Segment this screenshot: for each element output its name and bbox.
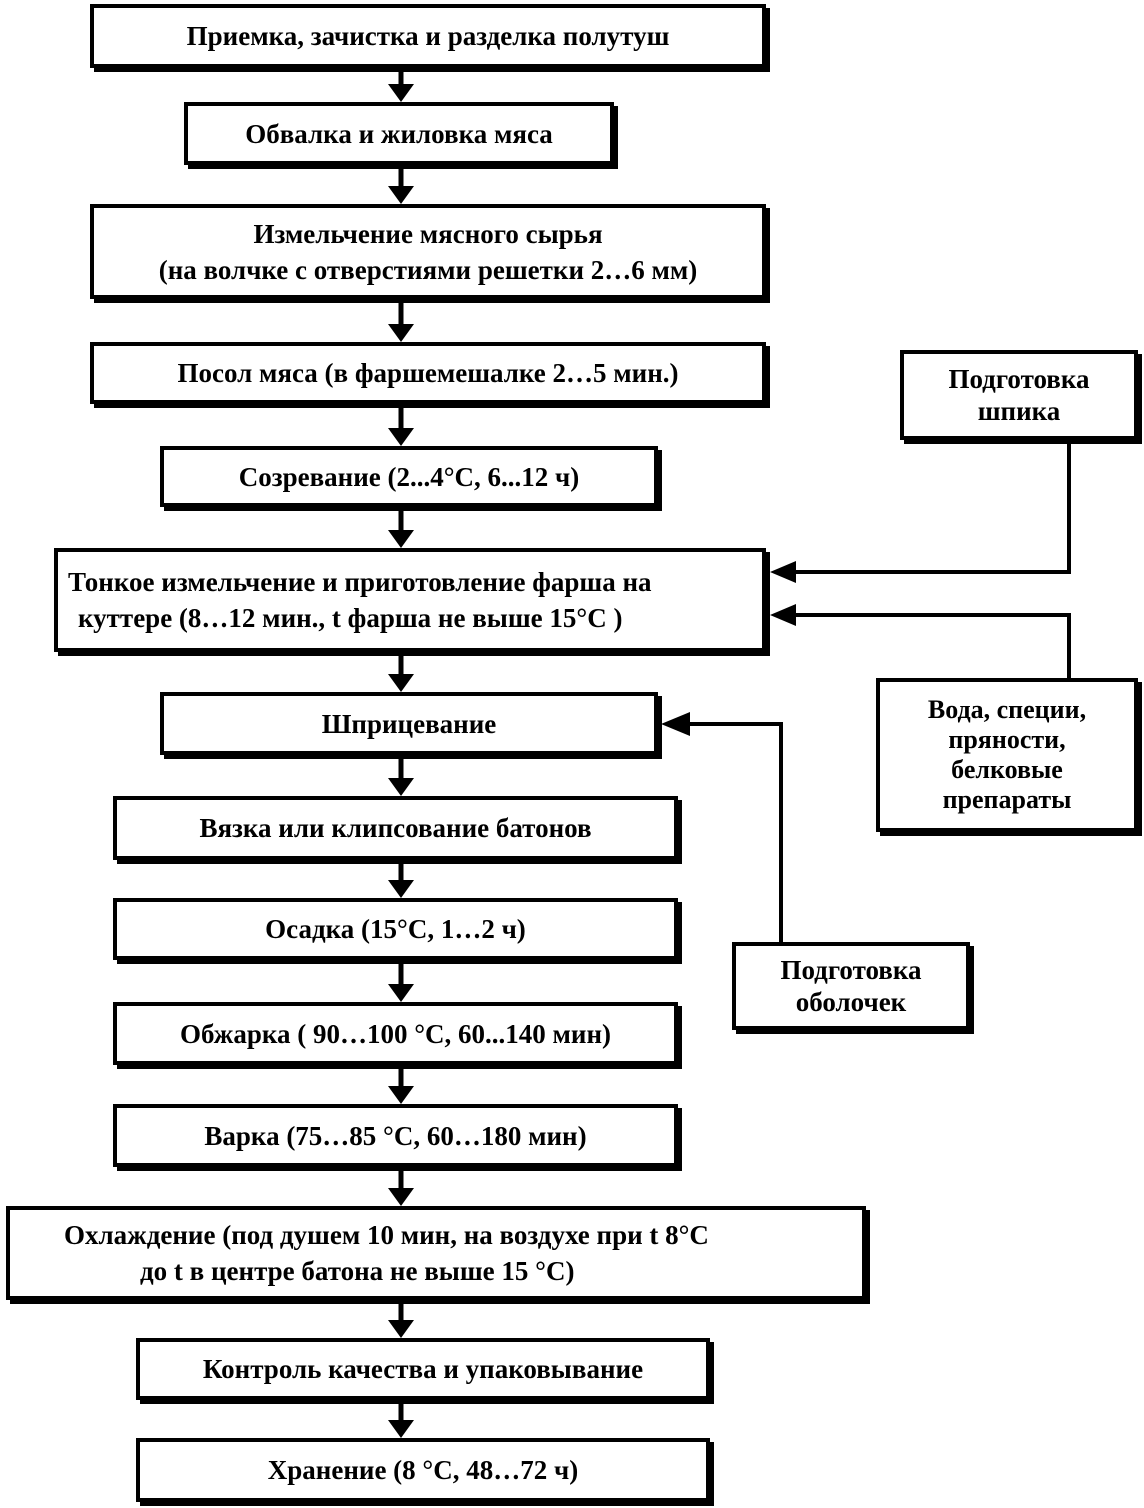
step-storage: Хранение (8 °С, 48…72 ч)	[136, 1438, 710, 1502]
step-roasting: Обжарка ( 90…100 °С, 60...140 мин)	[113, 1002, 678, 1065]
step-text: куттере (8…12 мин., t фарша не выше 15°С…	[78, 603, 623, 633]
input-fat-prep: Подготовка шпика	[900, 350, 1138, 440]
input-text: препараты	[942, 785, 1072, 814]
input-text: Подготовка	[948, 364, 1090, 394]
input-text: шпика	[977, 396, 1061, 426]
step-text: Посол мяса (в фаршемешалке 2…5 мин.)	[177, 358, 679, 388]
step-text: (на волчке с отверстиями решетки 2…6 мм)	[158, 254, 698, 285]
arrow-head	[661, 712, 690, 736]
step-text: Приемка, зачистка и разделка полутуш	[186, 21, 670, 51]
step-settling: Осадка (15°С, 1…2 ч)	[113, 898, 678, 960]
step-text: Измельчение мясного сырья	[253, 218, 603, 249]
step-text: Вязка или клипсование батонов	[199, 813, 592, 843]
arrow-head	[388, 1320, 414, 1338]
input-text: белковые	[951, 755, 1063, 784]
arrow-head	[388, 428, 414, 446]
input-text: пряности,	[948, 725, 1066, 754]
arrow-head	[770, 561, 796, 583]
step-fine-grinding: Тонкое измельчение и приготовление фарша…	[54, 548, 766, 652]
arrow-head	[388, 1420, 414, 1438]
step-cooking: Варка (75…85 °С, 60…180 мин)	[113, 1104, 678, 1167]
arrow-head	[388, 530, 414, 548]
arrow-head	[388, 880, 414, 898]
arrow-head	[388, 324, 414, 342]
step-text: Обвалка и жиловка мяса	[245, 118, 553, 149]
arrow-head	[388, 778, 414, 796]
arrow-head	[388, 984, 414, 1002]
step-stuffing: Шприцевание	[160, 692, 658, 755]
step-quality-control: Контроль качества и упаковывание	[136, 1338, 710, 1400]
step-deboning: Обвалка и жиловка мяса	[184, 102, 614, 165]
casing-prep-connector	[690, 722, 783, 942]
step-text: Созревание (2...4°С, 6...12 ч)	[238, 461, 580, 492]
additives-connector	[790, 613, 1071, 678]
step-text: Обжарка ( 90…100 °С, 60...140 мин)	[179, 1018, 612, 1049]
fat-prep-connector	[790, 440, 1071, 574]
arrow-head	[388, 1086, 414, 1104]
step-text: Варка (75…85 °С, 60…180 мин)	[204, 1120, 587, 1151]
arrow-head	[388, 674, 414, 692]
arrow-head	[770, 604, 796, 626]
step-maturing: Созревание (2...4°С, 6...12 ч)	[160, 446, 658, 507]
step-salting: Посол мяса (в фаршемешалке 2…5 мин.)	[90, 342, 766, 404]
arrow-head	[388, 1188, 414, 1206]
step-receiving: Приемка, зачистка и разделка полутуш	[90, 4, 766, 68]
step-text: до t в центре батона не выше 15 °С)	[140, 1256, 575, 1286]
step-tying: Вязка или клипсование батонов	[113, 796, 678, 860]
input-text: оболочек	[795, 987, 907, 1017]
input-casing-prep: Подготовка оболочек	[732, 942, 970, 1030]
input-additives: Вода, специи, пряности, белковые препара…	[876, 678, 1138, 832]
step-cooling: Охлаждение (под душем 10 мин, на воздухе…	[6, 1206, 866, 1300]
step-text: Контроль качества и упаковывание	[202, 1354, 644, 1384]
step-text: Хранение (8 °С, 48…72 ч)	[267, 1455, 579, 1485]
step-text: Шприцевание	[321, 708, 497, 739]
input-text: Подготовка	[780, 955, 922, 985]
step-grinding: Измельчение мясного сырья (на волчке с о…	[90, 204, 766, 299]
step-text: Тонкое измельчение и приготовление фарша…	[68, 567, 652, 597]
arrow-head	[388, 84, 414, 102]
step-text: Осадка (15°С, 1…2 ч)	[265, 914, 526, 944]
step-text: Охлаждение (под душем 10 мин, на воздухе…	[64, 1220, 709, 1250]
input-text: Вода, специи,	[927, 695, 1087, 724]
arrow-head	[388, 186, 414, 204]
